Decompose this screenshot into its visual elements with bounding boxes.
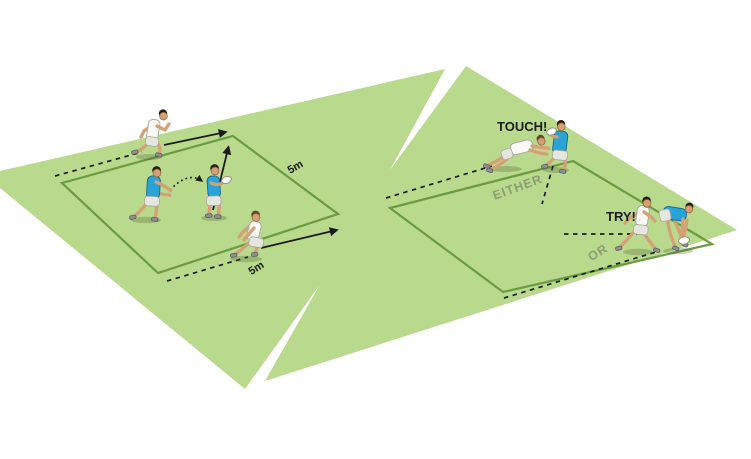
rugby-ball-grounded (678, 236, 690, 245)
left-grass (0, 69, 445, 389)
runner-approach-dashed-line (54, 151, 143, 177)
touch-spot-dashed-line (541, 165, 554, 205)
pass-arc-arrow (169, 174, 204, 191)
left-square (59, 134, 341, 275)
player-white-chaser (615, 196, 661, 256)
player-white-defender (230, 210, 265, 263)
left-grid-field: 5m 5m (0, 69, 445, 389)
player-white-runner (131, 109, 171, 160)
rugby-ball (221, 176, 232, 184)
rugby-ball (546, 127, 557, 136)
right-grid-field: EITHER OR (265, 66, 737, 381)
player-white-toucher (483, 134, 551, 173)
player-blue-try-scorer (658, 202, 694, 255)
right-grass (265, 66, 737, 381)
defender-direction-arrow (260, 227, 339, 249)
runner-direction-arrow (163, 129, 228, 146)
try-callout: TRY! (606, 209, 636, 224)
touch-callout: TOUCH! (497, 119, 547, 134)
toucher-approach-dashed-line (385, 165, 493, 199)
player-blue-ball-carrier (541, 120, 569, 174)
player-blue-passer (129, 166, 173, 224)
player-blue-receiver (201, 164, 232, 221)
